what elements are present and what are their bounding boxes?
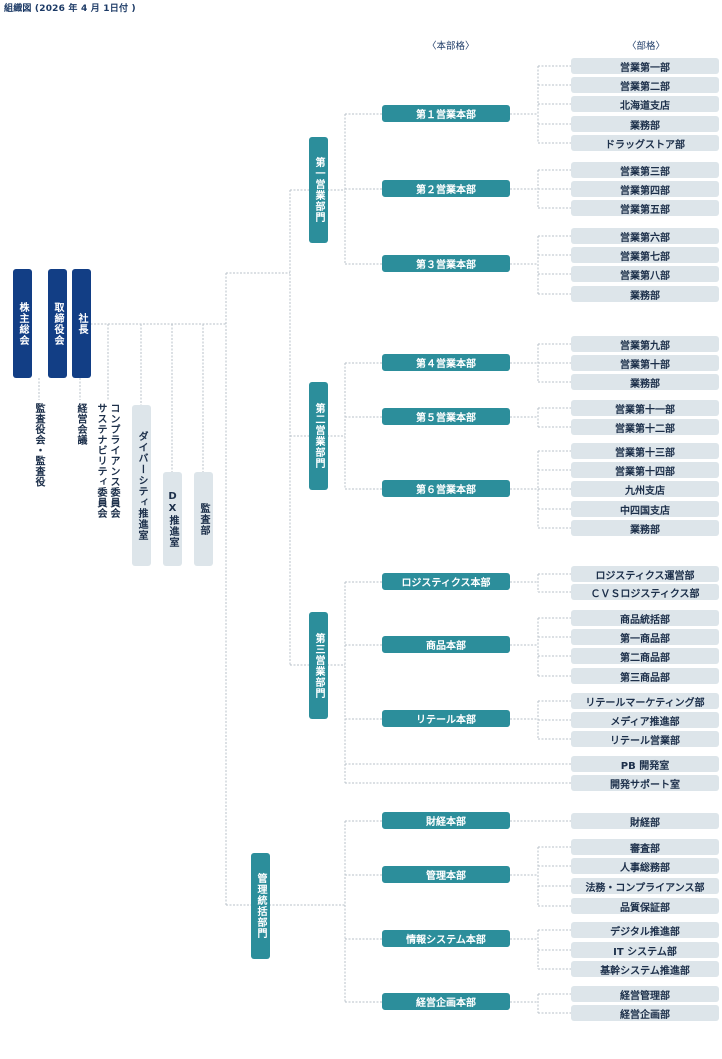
- dept-box: 営業第一部: [571, 58, 719, 74]
- dept-box: 第二商品部: [571, 648, 719, 664]
- hq-logistics-box: ロジスティクス本部: [382, 573, 510, 590]
- dept-box: PB 開発室: [571, 756, 719, 772]
- dept-box: 業務部: [571, 374, 719, 390]
- dept-box: 営業第七部: [571, 247, 719, 263]
- hq-sales4-box: 第４営業本部: [382, 354, 510, 371]
- hq-products-box: 商品本部: [382, 636, 510, 653]
- dept-box: 営業第六部: [571, 228, 719, 244]
- audit-dept-box: 監査部: [194, 472, 213, 566]
- hq-sales1-box: 第１営業本部: [382, 105, 510, 122]
- dept-box: 基幹システム推進部: [571, 961, 719, 977]
- dept-box: リテール営業部: [571, 731, 719, 747]
- division-sales1-box: 第一営業部門: [309, 137, 328, 243]
- hq-planning-box: 経営企画本部: [382, 993, 510, 1010]
- dept-box: 経営企画部: [571, 1005, 719, 1021]
- dept-box: リテールマーケティング部: [571, 693, 719, 709]
- hq-sales3-box: 第３営業本部: [382, 255, 510, 272]
- dept-box: 商品統括部: [571, 610, 719, 626]
- dept-box: ドラッグストア部: [571, 135, 719, 151]
- dept-box: 営業第八部: [571, 266, 719, 282]
- president-box: 社長: [72, 269, 91, 378]
- dept-box: 営業第四部: [571, 181, 719, 197]
- division-sales2-box: 第二営業部門: [309, 382, 328, 490]
- dept-box: 北海道支店: [571, 96, 719, 112]
- hq-column-header: 〈本部格〉: [427, 41, 475, 52]
- dept-box: 営業第九部: [571, 336, 719, 352]
- dept-box: 審査部: [571, 839, 719, 855]
- dept-column-header: 〈部格〉: [627, 41, 666, 52]
- compliance-committee-label: コンプライアンス委員会: [108, 403, 119, 519]
- dept-box: 経営管理部: [571, 986, 719, 1002]
- sustainability-committee-label: サステナビリティ委員会: [95, 403, 106, 519]
- division-admin-box: 管理統括部門: [251, 853, 270, 959]
- dept-box: 業務部: [571, 116, 719, 132]
- hq-management-box: 管理本部: [382, 866, 510, 883]
- dept-box: IT システム部: [571, 942, 719, 958]
- dept-box: 業務部: [571, 286, 719, 302]
- hq-sales2-box: 第２営業本部: [382, 180, 510, 197]
- dept-box: 中四国支店: [571, 501, 719, 517]
- dept-box: 営業第十部: [571, 355, 719, 371]
- chart-title: 組織図 (2026 年 4 月 1日付 ): [4, 4, 136, 14]
- dept-box: 営業第十二部: [571, 419, 719, 435]
- hq-infosys-box: 情報システム本部: [382, 930, 510, 947]
- dept-box: 人事総務部: [571, 858, 719, 874]
- dept-box: 開発サポート室: [571, 775, 719, 791]
- dept-box: 第一商品部: [571, 629, 719, 645]
- dept-box: デジタル推進部: [571, 922, 719, 938]
- dept-box: メディア推進部: [571, 712, 719, 728]
- hq-sales6-box: 第６営業本部: [382, 480, 510, 497]
- dept-box: 営業第三部: [571, 162, 719, 178]
- diversity-office-box: ダイバーシティ推進室: [132, 405, 151, 566]
- division-sales3-box: 第三営業部門: [309, 612, 328, 719]
- board-of-directors-box: 取締役会: [48, 269, 67, 378]
- dept-box: 営業第十三部: [571, 443, 719, 459]
- dept-box: 営業第十四部: [571, 462, 719, 478]
- dept-box: 第三商品部: [571, 668, 719, 684]
- dept-box: 品質保証部: [571, 898, 719, 914]
- shareholders-meeting-box: 株主総会: [13, 269, 32, 378]
- dept-box: ロジスティクス運営部: [571, 566, 719, 582]
- dept-box: 営業第十一部: [571, 400, 719, 416]
- management-meeting-label: 経営会議: [75, 403, 86, 445]
- dept-box: 法務・コンプライアンス部: [571, 878, 719, 894]
- dept-box: ＣＶＳロジスティクス部: [571, 584, 719, 600]
- dept-box: 業務部: [571, 520, 719, 536]
- dept-box: 九州支店: [571, 481, 719, 497]
- hq-retail-box: リテール本部: [382, 710, 510, 727]
- dept-box: 営業第二部: [571, 77, 719, 93]
- hq-finance-box: 財経本部: [382, 812, 510, 829]
- audit-board-label: 監査役会・監査役: [33, 403, 44, 487]
- hq-sales5-box: 第５営業本部: [382, 408, 510, 425]
- dept-box: 営業第五部: [571, 200, 719, 216]
- dept-box: 財経部: [571, 813, 719, 829]
- dx-office-box: DX推進室: [163, 472, 182, 566]
